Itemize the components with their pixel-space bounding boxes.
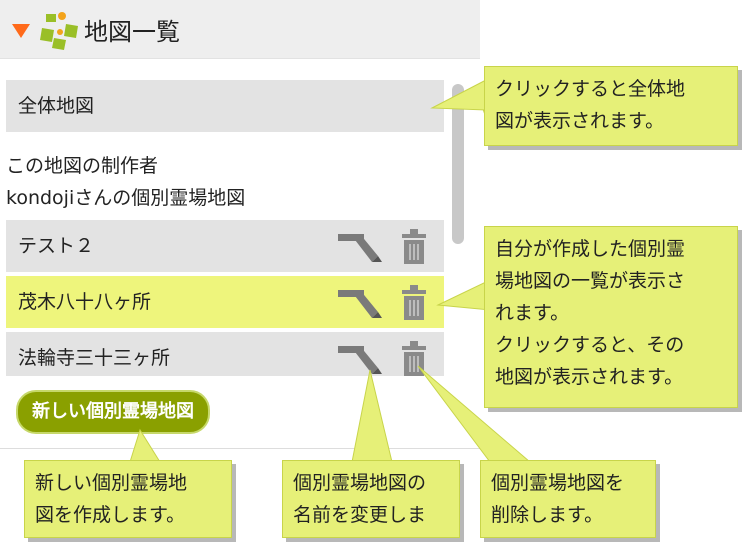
callout-line: 自分が作成した個別霊 — [495, 238, 686, 260]
callout-line: れます。 — [495, 302, 570, 324]
list-item[interactable]: 茂木八十八ヶ所 — [6, 276, 444, 328]
list-item-label: 茂木八十八ヶ所 — [18, 291, 152, 313]
list-item-label: 法輪寺三十三ヶ所 — [18, 347, 171, 369]
list-item[interactable]: テスト２ — [6, 220, 444, 272]
rename-icon[interactable] — [338, 344, 382, 374]
callout-line: 新しい個別霊場地 — [35, 472, 188, 494]
divider — [0, 448, 480, 449]
callout-line: 場地図の一覧が表示さ — [495, 270, 686, 292]
trash-icon[interactable] — [400, 340, 428, 376]
rename-icon[interactable] — [338, 232, 382, 262]
callout-line: 個別霊場地図を — [491, 472, 625, 494]
callout-line: 地図が表示されます。 — [495, 366, 684, 388]
callout-line: 図が表示されます。 — [495, 110, 665, 132]
trash-icon[interactable] — [400, 284, 428, 320]
overall-map-item[interactable]: 全体地図 — [6, 80, 444, 132]
overall-map-label: 全体地図 — [18, 95, 95, 117]
callout-line: クリックすると、その — [495, 334, 685, 356]
callout-overall-map: クリックすると全体地 図が表示されます。 — [484, 66, 738, 146]
author-line-2: kondojiさんの個別霊場地図 — [6, 187, 246, 209]
new-map-button[interactable]: 新しい個別霊場地図 — [16, 390, 210, 434]
map-logo-icon — [40, 12, 78, 50]
author-info: この地図の制作者 kondojiさんの個別霊場地図 — [6, 150, 245, 214]
list-item-label: テスト２ — [18, 235, 95, 257]
callout-line: 個別霊場地図の — [293, 472, 427, 494]
trash-icon[interactable] — [400, 228, 428, 264]
callout-rename: 個別霊場地図の 名前を変更しま — [282, 460, 460, 538]
callout-map-list: 自分が作成した個別霊 場地図の一覧が表示さ れます。 クリックすると、その 地図… — [484, 226, 738, 408]
callout-delete: 個別霊場地図を 削除します。 — [480, 460, 656, 538]
collapse-triangle-icon[interactable] — [12, 24, 30, 38]
callout-line: 名前を変更しま — [293, 504, 427, 526]
callout-line: 図を作成します。 — [35, 504, 186, 526]
map-list-panel: 地図一覧 全体地図 この地図の制作者 kondojiさんの個別霊場地図 テスト２… — [0, 0, 480, 449]
panel-header: 地図一覧 — [0, 0, 480, 59]
page-title: 地図一覧 — [84, 18, 180, 46]
callout-line: 削除します。 — [491, 504, 604, 526]
rename-icon[interactable] — [338, 288, 382, 318]
author-line-1: この地図の制作者 — [6, 155, 159, 177]
callout-line: クリックすると全体地 — [495, 78, 686, 100]
scrollbar[interactable] — [452, 84, 464, 244]
list-item[interactable]: 法輪寺三十三ヶ所 — [6, 332, 444, 376]
callout-new-map: 新しい個別霊場地 図を作成します。 — [24, 460, 232, 538]
